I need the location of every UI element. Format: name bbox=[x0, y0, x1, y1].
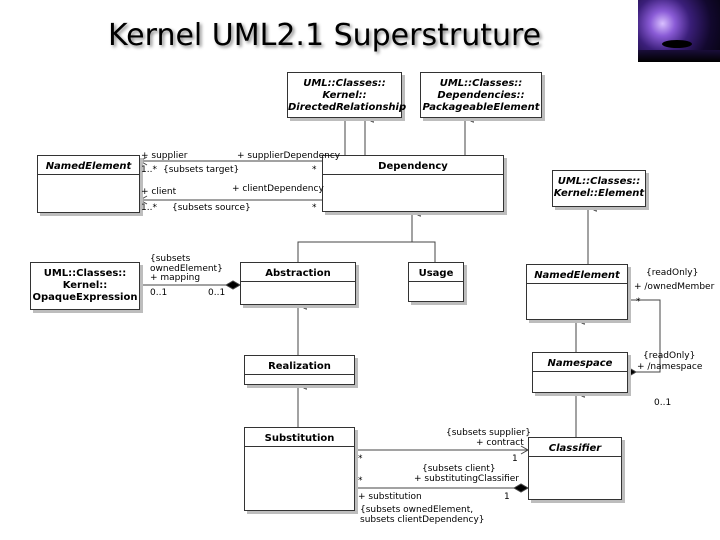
label-subsets-supplier: {subsets supplier} bbox=[446, 428, 531, 438]
label-subsets-owned-element: {subsets ownedElement, bbox=[360, 505, 474, 515]
label-subsets-client-dependency: subsets clientDependency} bbox=[360, 515, 485, 525]
page-title: Kernel UML2.1 Superstruture bbox=[108, 18, 542, 53]
label-mapping-owned: ownedElement} bbox=[150, 264, 223, 274]
label-client-dependency: + clientDependency bbox=[232, 184, 324, 194]
assoc-owned-member bbox=[628, 299, 661, 373]
label-client-mult: 1..* bbox=[141, 203, 157, 213]
label-star-2: * bbox=[312, 203, 317, 213]
label-subsets-client: {subsets client} bbox=[422, 464, 496, 474]
assoc-client-arrowhead bbox=[138, 195, 148, 205]
class-realization: Realization bbox=[244, 355, 355, 385]
class-kernel-element: UML::Classes:: Kernel::Element bbox=[552, 170, 646, 207]
label-star-5: * bbox=[358, 476, 363, 486]
label-star-1: * bbox=[312, 165, 317, 175]
assoc-supplier-arrowhead bbox=[138, 156, 148, 166]
class-named-element-left: NamedElement bbox=[37, 155, 140, 213]
label-substitution-mult: 1 bbox=[504, 492, 510, 502]
class-named-element-right: NamedElement bbox=[526, 264, 628, 320]
label-supplier-dependency: + supplierDependency bbox=[237, 151, 341, 161]
label-namespace-role: + /namespace bbox=[637, 362, 703, 372]
class-opaque-expression: UML::Classes:: Kernel:: OpaqueExpression bbox=[30, 262, 140, 310]
label-mapping-mult-right: 0..1 bbox=[208, 288, 226, 298]
label-subsets-source: {subsets source} bbox=[172, 203, 251, 213]
label-mapping-subsets: {subsets bbox=[150, 254, 191, 264]
class-substitution: Substitution bbox=[244, 427, 355, 511]
class-abstraction: Abstraction bbox=[240, 262, 356, 305]
composite-diamond-mapping bbox=[224, 280, 242, 290]
cosmic-image-icon bbox=[638, 0, 720, 62]
gen-usage-dependency bbox=[412, 241, 436, 262]
class-directed-relationship: UML::Classes:: Kernel:: DirectedRelation… bbox=[287, 72, 406, 118]
label-read-only-2: {readOnly} bbox=[643, 351, 696, 361]
gen-abstraction-dependency bbox=[297, 241, 412, 262]
class-packageable-element: UML::Classes:: Dependencies:: Packageabl… bbox=[420, 72, 542, 118]
label-star-3: * bbox=[636, 297, 641, 307]
gen-dependency-directedrelationship bbox=[344, 117, 365, 155]
class-namespace: Namespace bbox=[532, 352, 628, 393]
label-contract-mult: 1 bbox=[512, 454, 518, 464]
class-usage: Usage bbox=[408, 262, 464, 302]
label-mapping-mult-left: 0..1 bbox=[150, 288, 168, 298]
label-read-only-1: {readOnly} bbox=[646, 268, 699, 278]
label-namespace-mult: 0..1 bbox=[654, 398, 672, 408]
class-dependency: Dependency bbox=[322, 155, 504, 212]
label-supplier-mult: 1..* bbox=[141, 165, 157, 175]
composite-diamond-substitution bbox=[512, 483, 530, 493]
label-mapping: + mapping bbox=[150, 273, 201, 283]
label-substitution-role: + substitution bbox=[358, 492, 422, 502]
label-substituting-classifier: + substitutingClassifier bbox=[414, 474, 519, 484]
label-client: + client bbox=[141, 187, 177, 197]
label-star-4: * bbox=[358, 454, 363, 464]
label-supplier: + supplier bbox=[141, 151, 188, 161]
label-owned-member: + /ownedMember bbox=[634, 282, 715, 292]
label-contract: + contract bbox=[476, 438, 524, 448]
class-classifier: Classifier bbox=[528, 437, 622, 500]
label-subsets-target: {subsets target} bbox=[163, 165, 240, 175]
